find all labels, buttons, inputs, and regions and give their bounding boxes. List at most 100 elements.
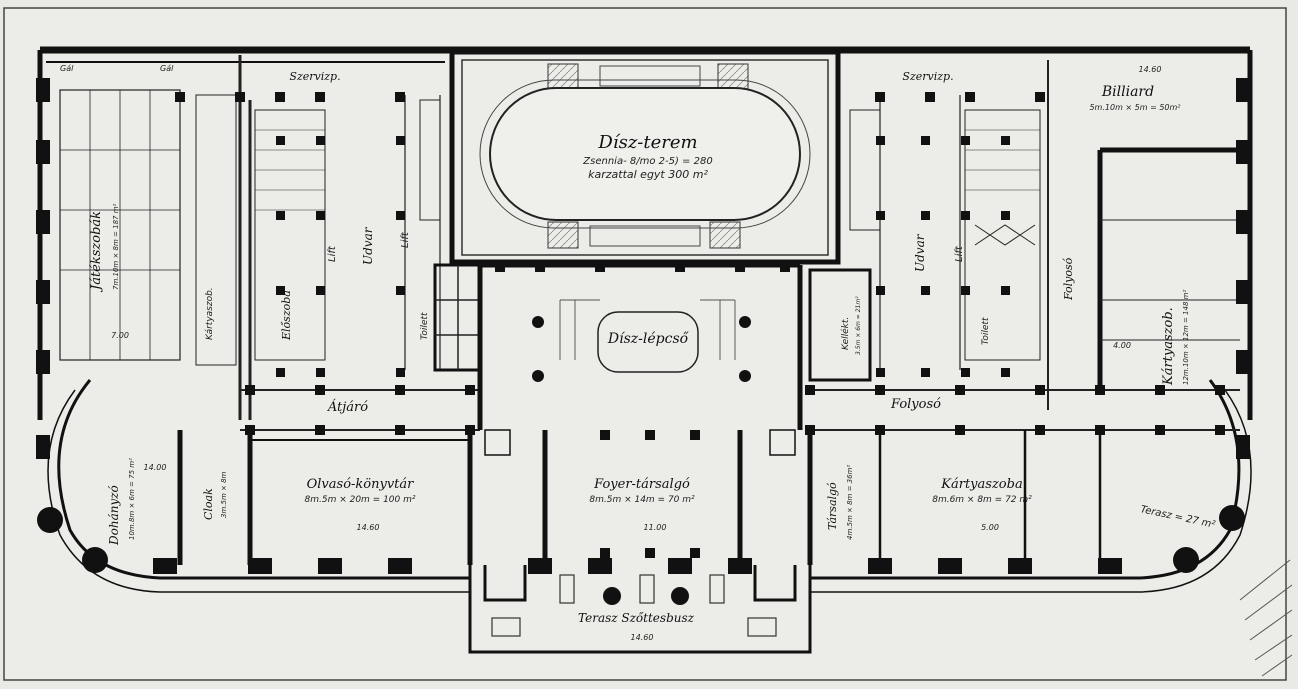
column-pier <box>248 558 272 574</box>
label-card-rooms-right-area: 12m.10m × 12m = 148 m² <box>1182 290 1190 385</box>
column-pier <box>1236 280 1250 304</box>
column-pier <box>316 136 325 145</box>
label-toilet-left: Toilett <box>420 312 430 340</box>
column-pier <box>921 211 930 220</box>
column-pier <box>600 548 610 558</box>
column-pier <box>1035 385 1045 395</box>
label-smoking: Dohányzó <box>107 485 121 546</box>
column-pier <box>875 385 885 395</box>
column-pier <box>1236 140 1250 164</box>
column-pier <box>396 136 405 145</box>
column-pier <box>316 368 325 377</box>
label-courtyard-left: Udvar <box>361 226 375 265</box>
column-pier <box>1098 558 1122 574</box>
label-reading-library-area: 8m.5m × 20m = 100 m² <box>304 495 415 505</box>
column-pier <box>535 262 545 272</box>
column-pier <box>36 350 50 374</box>
column-pier <box>395 425 405 435</box>
dim-1: 14.60 <box>1139 65 1162 74</box>
column-pier <box>316 286 325 295</box>
column-pier <box>961 136 970 145</box>
column-pier <box>595 262 605 272</box>
column-pier <box>921 368 930 377</box>
column-pier <box>876 211 885 220</box>
column-pier <box>36 280 50 304</box>
label-entrance: Terasz Szőttesbusz <box>578 611 695 625</box>
column-pier <box>396 211 405 220</box>
column-pier <box>690 548 700 558</box>
column-pier <box>921 136 930 145</box>
column-pier <box>1215 385 1225 395</box>
column-pier <box>780 262 790 272</box>
label-card-room-side: Kártyaszob. <box>205 287 215 340</box>
column-pier <box>316 211 325 220</box>
column-pier <box>1155 425 1165 435</box>
column-pier <box>1001 286 1010 295</box>
column-pier <box>1236 210 1250 234</box>
label-cloak-area: 3m.5m × 8m <box>220 471 228 518</box>
column-pier <box>395 385 405 395</box>
column-pier <box>805 425 815 435</box>
right-wing <box>808 60 1240 431</box>
column-pier <box>276 136 285 145</box>
column-pier <box>925 92 935 102</box>
column-pier <box>36 78 50 102</box>
column-pier <box>1155 385 1165 395</box>
entrance-boxes <box>491 574 777 637</box>
label-wardrobe-left: Előszoba <box>280 290 293 341</box>
column-pier <box>1236 350 1250 374</box>
column-pier <box>961 368 970 377</box>
column-pier <box>315 385 325 395</box>
label-cloak: Cloak <box>202 488 215 520</box>
column-pier <box>876 136 885 145</box>
column-pier <box>728 558 752 574</box>
dim-8: 14.00 <box>144 463 167 472</box>
dim-3: 11.00 <box>644 523 667 532</box>
column-pier <box>36 435 50 459</box>
column-pier <box>1215 425 1225 435</box>
column-pier <box>1035 425 1045 435</box>
column-pier <box>276 211 285 220</box>
column-pier <box>875 92 885 102</box>
label-foyer: Foyer-társalgó <box>593 477 690 492</box>
dining-hall-block <box>449 49 841 265</box>
label-women-lounge: Kellékt. <box>840 317 851 350</box>
column-pier <box>1236 78 1250 102</box>
column-pier <box>396 368 405 377</box>
column-pier <box>938 558 962 574</box>
column-pier <box>153 558 177 574</box>
column-pier <box>235 92 245 102</box>
column-pier <box>961 286 970 295</box>
label-lift-right: Lift <box>954 245 965 262</box>
column-pier <box>396 286 405 295</box>
column-pier <box>245 385 255 395</box>
column-pier <box>245 425 255 435</box>
main-stair <box>477 262 803 430</box>
column-pier <box>175 92 185 102</box>
dimension-labels: 14.60 14.60 11.00 5.00 7.00 14.60 4.00 1… <box>111 65 1161 642</box>
column-pier <box>276 368 285 377</box>
column-pier <box>1095 425 1105 435</box>
column-pier <box>318 558 342 574</box>
label-main-stair: Dísz-lépcső <box>607 331 690 347</box>
column-pier <box>465 385 475 395</box>
column-pier <box>875 425 885 435</box>
column-pier <box>36 210 50 234</box>
dim-6: 14.60 <box>631 633 654 642</box>
entrance-columns <box>37 316 1245 605</box>
label-ladies-room: Játékszobák <box>89 211 104 293</box>
column-pier <box>868 558 892 574</box>
column-pier <box>805 385 815 395</box>
label-toilet-right: Toilett <box>981 317 991 345</box>
column-pier <box>395 92 405 102</box>
column-pier <box>921 286 930 295</box>
column-pier <box>276 286 285 295</box>
column-pier <box>876 286 885 295</box>
label-card-rooms: Kártyaszoba <box>940 477 1022 492</box>
column-pier <box>1001 211 1010 220</box>
label-women-lounge-area: 3.5m × 6m = 21m² <box>855 296 862 355</box>
label-corridor-left: Átjáró <box>327 399 368 415</box>
column-pier <box>1001 368 1010 377</box>
label-tarsalgo-area: 4m.5m × 8m = 36m² <box>846 465 854 540</box>
